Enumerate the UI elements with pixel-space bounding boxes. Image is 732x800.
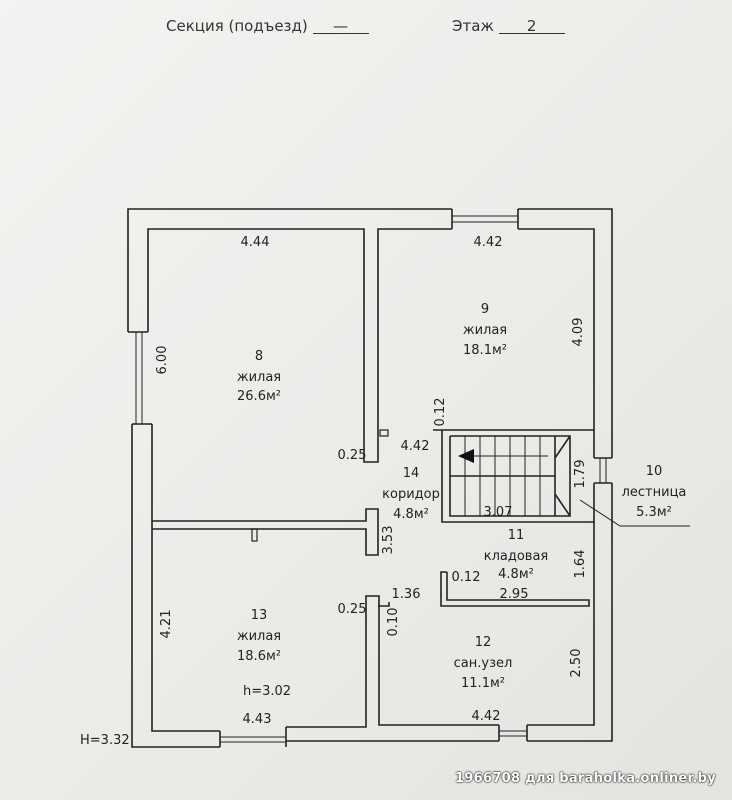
outer-wall-inner-edge	[147, 228, 452, 463]
stair-frame	[441, 430, 594, 523]
room11-area: 4.8м²	[498, 567, 534, 582]
dim-room8-width: 4.44	[241, 235, 270, 250]
stair-turn	[554, 435, 571, 459]
dim-room13-width: 4.43	[243, 712, 272, 727]
section-value: —	[312, 19, 369, 34]
dim-room11-thickness: 0.12	[452, 570, 481, 585]
dim-corridor-height: 3.53	[381, 526, 396, 555]
room14-number: 14	[403, 466, 420, 481]
partition-11-12-b	[440, 571, 590, 607]
room14-area: 4.8м²	[393, 507, 429, 522]
room13-number: 13	[251, 608, 268, 623]
outer-wall-inner-edge-5	[151, 424, 220, 732]
dim-stair-height: 1.79	[573, 460, 588, 489]
total-height: H=3.32	[80, 733, 130, 748]
floor-header: Этаж 2	[452, 17, 565, 35]
outer-wall-inner-edge-4	[286, 595, 499, 728]
dim-room11-width: 2.95	[500, 587, 529, 602]
room-height: h=3.02	[243, 684, 291, 699]
room10-area: 5.3м²	[636, 505, 672, 520]
dim-room11-height: 1.64	[573, 550, 588, 579]
room8-type: жилая	[237, 370, 281, 385]
room9-area: 18.1м²	[463, 343, 507, 358]
dim-room12-width: 4.42	[472, 709, 501, 724]
stair-direction-arrow-icon	[458, 449, 474, 463]
room9-number: 9	[481, 302, 489, 317]
dim-room8-height: 6.00	[155, 346, 170, 375]
dimensions: 4.44 4.42 6.00 4.09 0.12 4.42 0.25 1.79 …	[155, 235, 588, 727]
room10-type: лестница	[622, 485, 687, 500]
room12-area: 11.1м²	[461, 676, 505, 691]
room-labels: 8 жилая 26.6м² 9 жилая 18.1м² 10 лестниц…	[237, 302, 687, 699]
dim-t136: 1.36	[392, 587, 421, 602]
room12-type: сан.узел	[454, 656, 513, 671]
outer-wall-outer-edge	[127, 208, 452, 332]
room8-area: 26.6м²	[237, 389, 281, 404]
room9-type: жилая	[463, 323, 507, 338]
floor-value: 2	[498, 19, 565, 34]
outer-wall-outer-edge-5	[131, 424, 220, 748]
dim-corridor-width: 4.42	[401, 439, 430, 454]
partition-door-stub	[251, 528, 258, 542]
walls	[127, 208, 613, 748]
partition-11-12	[378, 602, 390, 607]
section-header: Секция (подъезд) —	[166, 17, 369, 35]
stair-leader-line	[579, 499, 690, 527]
room8-number: 8	[255, 349, 263, 364]
dim-t012: 0.12	[433, 398, 448, 427]
outer-wall-outer-edge-3	[527, 483, 613, 742]
stair-treads	[464, 436, 548, 516]
dim-stair-width: 3.07	[484, 505, 513, 520]
partition-8-13	[152, 508, 379, 556]
section-label: Секция (подъезд)	[166, 17, 308, 35]
dim-t025-b: 0.25	[338, 602, 367, 617]
stair-turn-2	[554, 493, 571, 517]
dim-room9-height: 4.09	[571, 318, 586, 347]
partition-door-stub-2	[379, 429, 389, 437]
room11-number: 11	[508, 528, 525, 543]
dim-t025-a: 0.25	[338, 448, 367, 463]
dim-room13-height: 4.21	[159, 610, 174, 639]
room12-number: 12	[475, 635, 492, 650]
outer-wall-outer-edge-2	[518, 208, 613, 458]
room13-type: жилая	[237, 629, 281, 644]
dim-room12-height: 2.50	[569, 649, 584, 678]
room14-type: коридор	[382, 487, 440, 502]
room13-area: 18.6м²	[237, 649, 281, 664]
floor-label: Этаж	[452, 17, 494, 35]
room10-number: 10	[646, 464, 663, 479]
dim-room9-width: 4.42	[474, 235, 503, 250]
watermark: 1966708 для baraholka.onliner.by	[454, 771, 716, 786]
outer-wall-inner-edge-3	[527, 483, 595, 726]
room11-type: кладовая	[484, 549, 549, 564]
outer-wall-inner-edge-2	[518, 228, 595, 458]
dim-t010: 0.10	[386, 608, 401, 637]
